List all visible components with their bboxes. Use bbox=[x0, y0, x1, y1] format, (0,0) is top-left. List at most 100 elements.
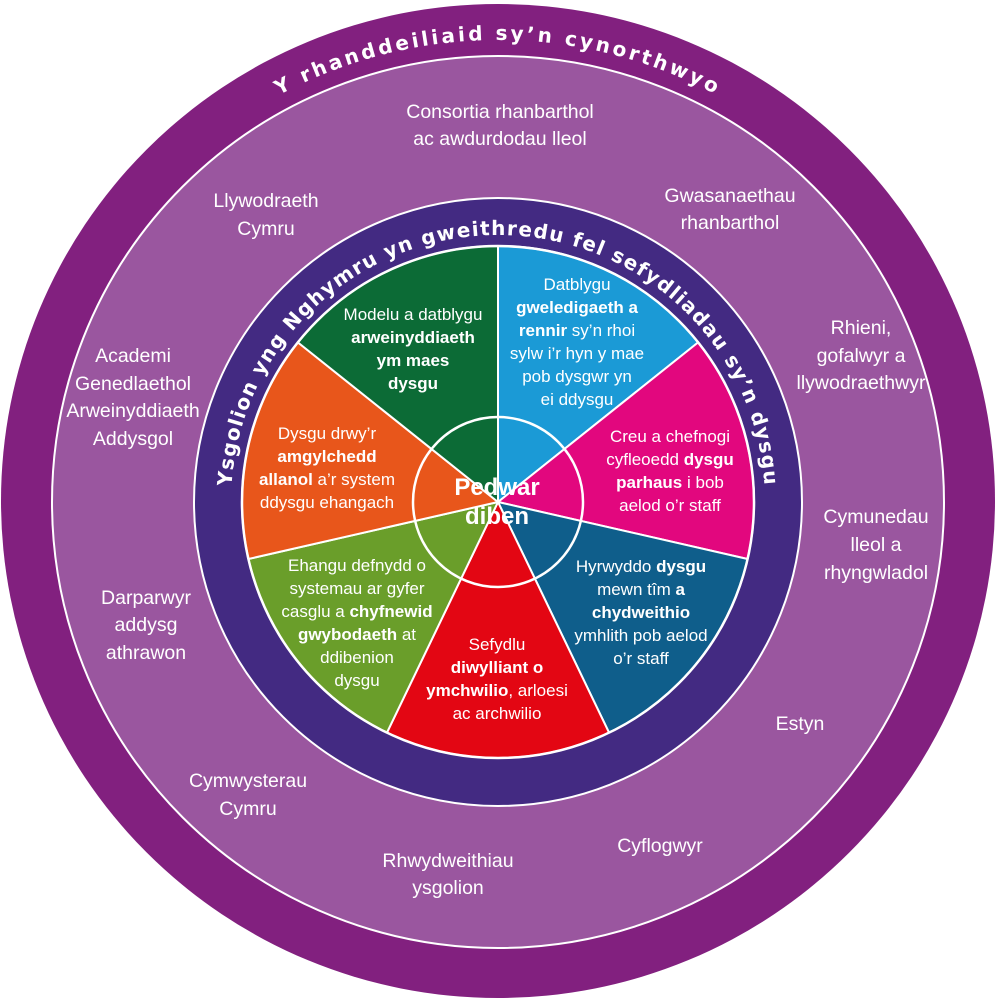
segment-text-line: sylw i’r hyn y mae bbox=[510, 344, 644, 363]
segment-text-line: gweledigaeth a bbox=[516, 298, 638, 317]
segment-team-learning-text: Hyrwyddo dysgu mewn tîm a chydweithio ym… bbox=[574, 557, 707, 668]
segment-text-line: aelod o’r staff bbox=[619, 496, 721, 515]
segment-text-run: pob dysgwr yn bbox=[522, 367, 632, 386]
stakeholder-label-line: ac awdurdodau lleol bbox=[413, 128, 586, 150]
segment-culture-of-enquiry-text: Sefydlu diwylliant o ymchwilio, arloesi … bbox=[426, 635, 568, 723]
stakeholder-label-line: Llywodraeth bbox=[213, 190, 318, 212]
segment-text-line: Datblygu bbox=[543, 275, 610, 294]
segment-text-run: ddibenion bbox=[320, 648, 394, 667]
segment-text-line: systemau ar gyfer bbox=[289, 579, 424, 598]
segment-text-run: Hyrwyddo bbox=[576, 557, 656, 576]
segment-text-run: o’r staff bbox=[613, 649, 669, 668]
segment-text-line: allanol a’r system bbox=[259, 470, 395, 489]
segment-text-line: Hyrwyddo dysgu bbox=[576, 557, 706, 576]
stakeholder-local-international-communities: Cymunedau lleol a rhyngwladol bbox=[823, 506, 928, 584]
stakeholder-label-line: Estyn bbox=[776, 713, 825, 735]
segment-text-run: chydweithio bbox=[592, 603, 690, 622]
segment-text-line: gwybodaeth at bbox=[298, 625, 416, 644]
segment-text-run: Sefydlu bbox=[469, 635, 526, 654]
segment-text-run: ym maes bbox=[377, 351, 450, 370]
segment-text-line: pob dysgwr yn bbox=[522, 367, 632, 386]
segment-text-line: Dysgu drwy’r bbox=[278, 424, 377, 443]
segment-text-line: chydweithio bbox=[592, 603, 690, 622]
segment-text-run: casglu a bbox=[281, 602, 349, 621]
segment-text-line: ddibenion bbox=[320, 648, 394, 667]
segment-text-run: , arloesi bbox=[508, 681, 568, 700]
segment-text-line: mewn tîm a bbox=[597, 580, 685, 599]
stakeholder-label-line: Rhwydweithiau bbox=[382, 850, 513, 872]
segment-text-line: Ehangu defnydd o bbox=[288, 556, 426, 575]
segment-text-run: allanol bbox=[259, 470, 313, 489]
segment-text-line: casglu a chyfnewid bbox=[281, 602, 432, 621]
segment-text-line: ymhlith pob aelod bbox=[574, 626, 707, 645]
segment-text-line: Modelu a datblygu bbox=[344, 305, 483, 324]
segment-text-line: dysgu bbox=[388, 374, 438, 393]
segment-shared-vision-text: Datblygu gweledigaeth a rennir sy’n rhoi… bbox=[510, 275, 644, 409]
segment-text-run: aelod o’r staff bbox=[619, 496, 721, 515]
segment-text-run: Creu a chefnogi bbox=[610, 427, 730, 446]
segment-text-run: sylw i’r hyn y mae bbox=[510, 344, 644, 363]
stakeholder-label-line: Cymunedau bbox=[823, 506, 928, 528]
segment-text-run: a’r system bbox=[313, 470, 395, 489]
segment-text-run: arweinyddiaeth bbox=[351, 328, 475, 347]
segment-text-run: dysgu bbox=[334, 671, 379, 690]
segment-text-run: ddysgu ehangach bbox=[260, 493, 394, 512]
segment-external-environment-text: Dysgu drwy’r amgylchedd allanol a’r syst… bbox=[259, 424, 395, 512]
stakeholder-label-line: Academi bbox=[95, 345, 171, 367]
segment-text-line: Sefydlu bbox=[469, 635, 526, 654]
segment-text-line: ddysgu ehangach bbox=[260, 493, 394, 512]
segment-text-line: rennir sy’n rhoi bbox=[519, 321, 635, 340]
stakeholder-initial-teacher-education: Darparwyr addysg athrawon bbox=[101, 587, 191, 664]
segment-text-run: ymchwilio bbox=[426, 681, 508, 700]
stakeholder-label-line: Addysgol bbox=[93, 428, 173, 450]
stakeholder-employers: Cyflogwyr bbox=[617, 835, 703, 857]
segment-text-run: dysgu bbox=[684, 450, 734, 469]
stakeholder-label-line: lleol a bbox=[851, 534, 902, 556]
stakeholder-label-line: ysgolion bbox=[412, 877, 484, 899]
segment-text-run: sy’n rhoi bbox=[567, 321, 635, 340]
segment-text-run: dysgu bbox=[388, 374, 438, 393]
stakeholder-estyn: Estyn bbox=[776, 713, 825, 735]
stakeholder-label-line: Cymwysterau bbox=[189, 770, 307, 792]
segment-text-run: gwybodaeth bbox=[298, 625, 397, 644]
stakeholder-welsh-government: Llywodraeth Cymru bbox=[213, 190, 318, 240]
stakeholder-label-line: Cymru bbox=[219, 798, 276, 820]
segment-text-line: ei ddysgu bbox=[541, 390, 614, 409]
stakeholder-label-line: rhyngwladol bbox=[824, 562, 928, 584]
segment-text-line: Creu a chefnogi bbox=[610, 427, 730, 446]
segment-text-line: cyfleoedd dysgu bbox=[606, 450, 734, 469]
segment-text-run: ei ddysgu bbox=[541, 390, 614, 409]
stakeholder-label-line: Arweinyddiaeth bbox=[66, 400, 199, 422]
wheel-rim bbox=[240, 244, 756, 760]
stakeholder-leadership-academy: Academi Genedlaethol Arweinyddiaeth Addy… bbox=[66, 345, 199, 450]
segment-text-run: diwylliant o bbox=[451, 658, 544, 677]
segment-text-line: diwylliant o bbox=[451, 658, 544, 677]
center-title-line: diben bbox=[465, 503, 529, 530]
segment-text-run: amgylchedd bbox=[277, 447, 376, 466]
center-circle bbox=[411, 415, 585, 589]
stakeholder-label-line: athrawon bbox=[106, 642, 186, 664]
segment-text-run: systemau ar gyfer bbox=[289, 579, 424, 598]
stakeholder-parents-carers-governors: Rhieni, gofalwyr a llywodraethwyr bbox=[797, 317, 926, 394]
stakeholder-label-line: Cyflogwyr bbox=[617, 835, 703, 857]
stakeholder-label-line: rhanbarthol bbox=[681, 212, 780, 234]
segment-text-run: Dysgu drwy’r bbox=[278, 424, 377, 443]
segment-text-run: parhaus bbox=[616, 473, 682, 492]
segment-text-run: rennir bbox=[519, 321, 568, 340]
segment-text-run: at bbox=[397, 625, 416, 644]
segment-text-line: ymchwilio, arloesi bbox=[426, 681, 568, 700]
stakeholder-label-line: addysg bbox=[115, 614, 178, 636]
stakeholder-label-line: Genedlaethol bbox=[75, 373, 191, 395]
segment-text-run: dysgu bbox=[656, 557, 706, 576]
stakeholder-label-line: Cymru bbox=[237, 218, 294, 240]
segment-text-run: i bob bbox=[682, 473, 724, 492]
segment-text-line: parhaus i bob bbox=[616, 473, 724, 492]
stakeholder-regional-consortia: Consortia rhanbarthol ac awdurdodau lleo… bbox=[406, 101, 594, 150]
segment-text-run: mewn tîm bbox=[597, 580, 675, 599]
stakeholder-regional-services: Gwasanaethau rhanbarthol bbox=[664, 185, 795, 234]
stakeholder-label-line: Consortia rhanbarthol bbox=[406, 101, 594, 123]
segment-text-line: ac archwilio bbox=[453, 704, 542, 723]
segment-text-line: o’r staff bbox=[613, 649, 669, 668]
stakeholder-label-line: Rhieni, bbox=[831, 317, 892, 339]
